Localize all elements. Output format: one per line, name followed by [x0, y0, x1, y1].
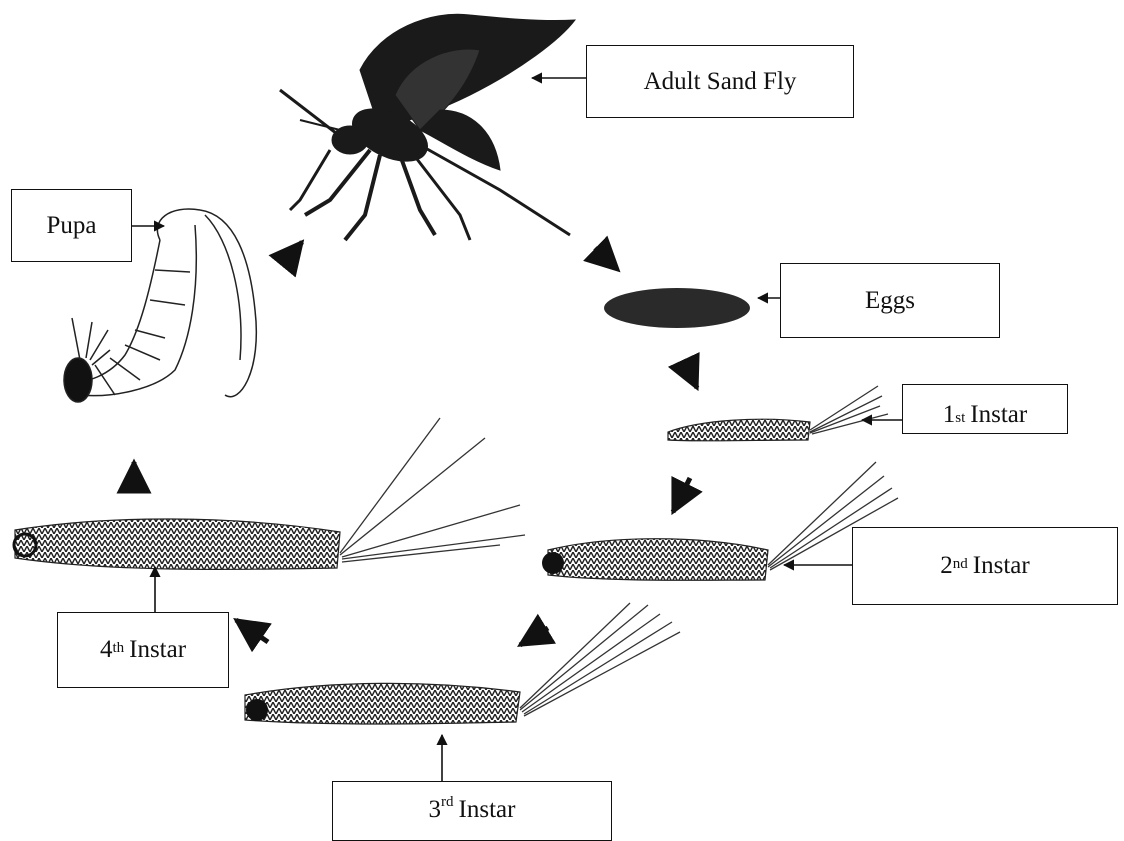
second-instar-larva-illustration [542, 462, 898, 580]
arrow-adult-to-eggs [595, 248, 618, 270]
adult-sand-fly-text: Adult Sand Fly [644, 68, 797, 96]
first-instar-word: Instar [970, 401, 1027, 429]
eggs-text: Eggs [865, 287, 915, 315]
adult-sand-fly-label: Adult Sand Fly [586, 45, 854, 118]
arrow-first-to-second [673, 478, 690, 512]
second-instar-suffix: nd [953, 556, 968, 573]
third-instar-larva-illustration [245, 603, 680, 724]
third-instar-word: Instar [459, 796, 516, 824]
second-instar-ordinal: 2 [940, 552, 953, 580]
arrow-third-to-fourth [236, 620, 268, 642]
third-instar-ordinal: 3 [429, 796, 442, 824]
arrow-second-to-third [520, 628, 548, 645]
fourth-instar-word: Instar [129, 636, 186, 664]
fourth-instar-ordinal: 4 [100, 636, 113, 664]
fourth-instar-suffix: th [112, 640, 124, 657]
eggs-illustration [604, 288, 750, 328]
fourth-instar-larva-illustration [14, 418, 525, 569]
third-instar-suffix: rd [441, 794, 454, 811]
adult-sand-fly-illustration [280, 14, 575, 240]
first-instar-suffix: st [955, 410, 965, 427]
eggs-label: Eggs [780, 263, 1000, 338]
first-instar-larva-illustration [668, 386, 888, 441]
first-instar-ordinal: 1 [943, 401, 956, 429]
arrow-pupa-to-adult [284, 242, 302, 264]
pupa-text: Pupa [47, 212, 97, 240]
pupa-label: Pupa [11, 189, 132, 262]
second-instar-word: Instar [973, 552, 1030, 580]
arrow-eggs-to-first [684, 360, 697, 388]
